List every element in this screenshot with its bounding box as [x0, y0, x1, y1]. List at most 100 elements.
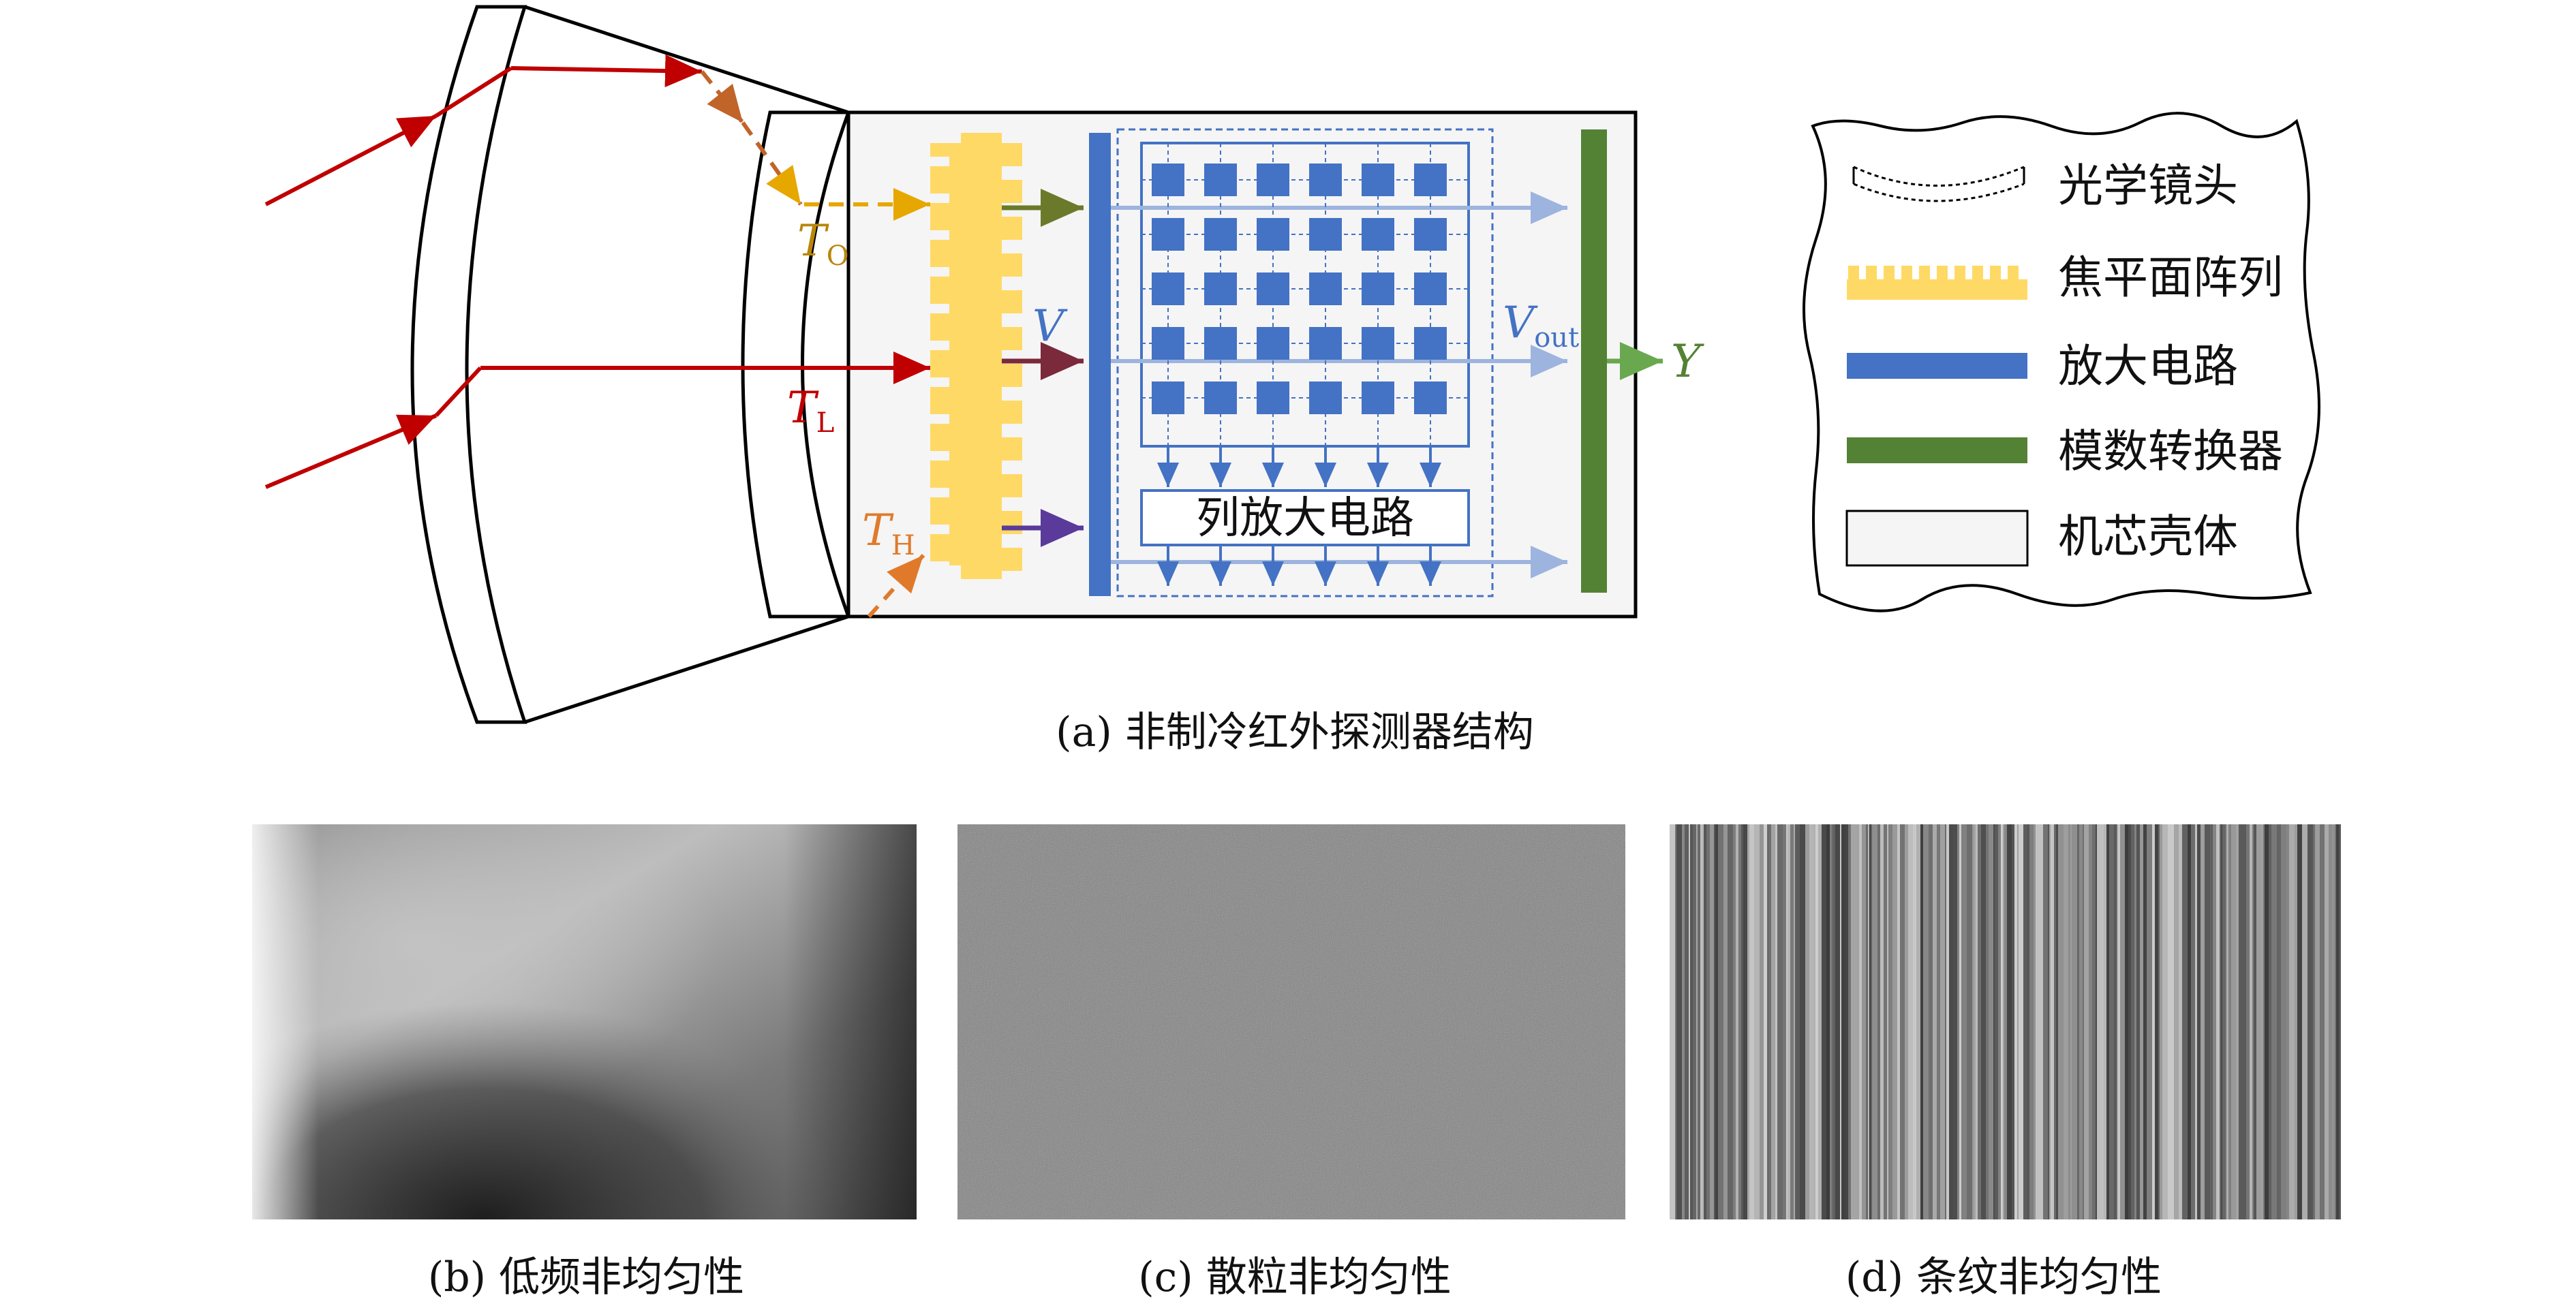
- stripe: [2195, 824, 2197, 1219]
- stripe: [2155, 824, 2158, 1219]
- stripe: [1972, 824, 1974, 1219]
- stripe: [1848, 824, 1851, 1219]
- stripe: [1908, 824, 1913, 1219]
- focal-plane-array: [930, 133, 1022, 579]
- fpa-notch: [930, 488, 949, 497]
- fpa-base: [930, 143, 961, 565]
- stripe: [2295, 824, 2297, 1219]
- stripe: [2315, 824, 2320, 1219]
- fpa-notch: [930, 230, 949, 240]
- panel-shot-noise: [957, 824, 1625, 1219]
- stripe: [1946, 824, 1949, 1219]
- pixel-cell: [1152, 218, 1184, 251]
- stripe: [1805, 824, 1809, 1219]
- stripe: [2313, 824, 2315, 1219]
- pixel-cell: [1309, 164, 1342, 196]
- pixel-cell: [1414, 382, 1447, 414]
- stripe: [2034, 824, 2036, 1219]
- stripe: [1682, 824, 1685, 1219]
- signal-lines: [1111, 191, 1567, 578]
- stripe: [2007, 824, 2012, 1219]
- stripe: [2332, 824, 2335, 1219]
- stripe: [2174, 824, 2179, 1219]
- pixel-cell: [1152, 327, 1184, 360]
- stripe: [1832, 824, 1833, 1219]
- legend-fpa-tooth: [1848, 266, 1859, 281]
- stripe: [1866, 824, 1868, 1219]
- stripe: [1706, 824, 1710, 1219]
- stripe: [2036, 824, 2040, 1219]
- stripe: [1978, 824, 1981, 1219]
- adc-bar-icon: [1847, 437, 2027, 463]
- stripe: [1900, 824, 1905, 1219]
- stripe: [1693, 824, 1696, 1219]
- pixel-cell: [1414, 327, 1447, 360]
- stripe: [2213, 824, 2216, 1219]
- pixel-cell: [1204, 164, 1237, 196]
- stripe: [2068, 824, 2070, 1219]
- stripe: [2216, 824, 2220, 1219]
- stripe: [2001, 824, 2003, 1219]
- stripe: [1676, 824, 1682, 1219]
- stripe: [1967, 824, 1972, 1219]
- stripe: [2228, 824, 2231, 1219]
- pixel-cell: [1309, 272, 1342, 305]
- stripe: [1830, 824, 1832, 1219]
- stripe: [2043, 824, 2048, 1219]
- stripe: [1800, 824, 1805, 1219]
- pixel-cell: [1309, 327, 1342, 360]
- stripe: [2114, 824, 2116, 1219]
- lens-icon: [1852, 166, 2025, 202]
- stripe: [1702, 824, 1704, 1219]
- stripe: [1872, 824, 1877, 1219]
- stripe: [1826, 824, 1830, 1219]
- panel-low-frequency: [252, 824, 917, 1219]
- stripe: [2302, 824, 2307, 1219]
- fpa-notch: [930, 414, 949, 424]
- fpa-notch: [930, 193, 949, 203]
- stripe: [2224, 824, 2225, 1219]
- stripe: [1749, 824, 1754, 1219]
- stripe: [2191, 824, 2195, 1219]
- stripe: [2281, 824, 2286, 1219]
- stripe: [2325, 824, 2327, 1219]
- stripe: [2221, 824, 2222, 1219]
- stripe: [2246, 824, 2250, 1219]
- stripe: [2147, 824, 2152, 1219]
- stripe: [2004, 824, 2007, 1219]
- stripe: [2286, 824, 2289, 1219]
- stripe: [2222, 824, 2224, 1219]
- legend-fpa-tooth: [1990, 266, 2001, 281]
- stripe: [2064, 824, 2068, 1219]
- stripe: [2162, 824, 2168, 1219]
- stripe: [2254, 824, 2256, 1219]
- stripe: [2058, 824, 2064, 1219]
- stripe: [2160, 824, 2162, 1219]
- pixel-cell: [1362, 382, 1394, 414]
- caption-a: (a) 非制冷红外探测器结构: [1056, 708, 1534, 756]
- stripe: [2072, 824, 2077, 1219]
- stripe: [2077, 824, 2079, 1219]
- stripe: [1818, 824, 1822, 1219]
- readout-frame: [1116, 128, 1494, 597]
- stripe: [1892, 824, 1897, 1219]
- fpa-notch: [930, 304, 949, 313]
- pixel-cell: [1204, 272, 1237, 305]
- stripe: [1905, 824, 1908, 1219]
- stripe: [2106, 824, 2109, 1219]
- stripe: [2079, 824, 2083, 1219]
- stripe: [2269, 824, 2271, 1219]
- stripe: [2250, 824, 2252, 1219]
- fpa-notch: [930, 561, 949, 571]
- stripe: [1920, 824, 1923, 1219]
- stripe: [2120, 824, 2125, 1219]
- stripe: [1714, 824, 1715, 1219]
- pixel-cell: [1257, 218, 1289, 251]
- housing-icon: [1845, 510, 2029, 567]
- stripe: [1841, 824, 1845, 1219]
- stripe: [2210, 824, 2211, 1219]
- amp-bar-icon: [1847, 353, 2027, 379]
- stripe: [1795, 824, 1800, 1219]
- stripe: [2131, 824, 2134, 1219]
- stripe: [2252, 824, 2254, 1219]
